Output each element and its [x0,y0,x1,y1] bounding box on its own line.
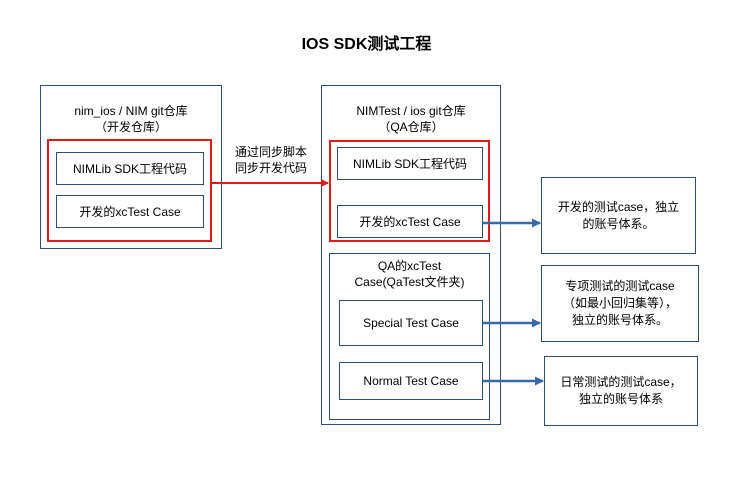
left-repo-title-line1: nim_ios / NIM git仓库 [74,104,188,118]
dev-case-note: 开发的测试case，独立 的账号体系。 [541,177,696,254]
special-case-note-line3: 独立的账号体系。 [571,313,668,327]
right-sdk-box: NIMLib SDK工程代码 [337,147,483,180]
qa-folder-title-line1: QA的xcTest [377,259,442,273]
left-xctest-box: 开发的xcTest Case [56,195,204,228]
sync-label-line2: 同步开发代码 [234,161,307,175]
qa-folder-title-line2: Case(QaTest文件夹) [354,275,465,289]
right-xctest-box: 开发的xcTest Case [337,205,483,238]
right-repo-title: NIMTest / ios git仓库 （QA仓库） [321,103,501,135]
left-repo-title-line2: （开发仓库） [94,120,167,134]
sync-label-line1: 通过同步脚本 [234,145,307,159]
right-repo-title-line2: （QA仓库） [378,120,444,134]
normal-case-note: 日常测试的测试case， 独立的账号体系 [544,356,698,426]
diagram-title: IOS SDK测试工程 [301,36,432,53]
dev-case-note-line1: 开发的测试case，独立 [557,199,680,214]
dev-case-note-line2: 的账号体系。 [582,216,655,231]
special-test-box: Special Test Case [339,300,483,346]
normal-test-box: Normal Test Case [339,362,483,400]
sync-label: 通过同步脚本 同步开发代码 [220,144,322,176]
left-repo-title: nim_ios / NIM git仓库 （开发仓库） [40,103,222,135]
special-case-note-line1: 专项测试的测试case [565,279,675,293]
left-repo-highlight [47,139,212,242]
left-sdk-box: NIMLib SDK工程代码 [56,152,204,185]
qa-folder-title: QA的xcTest Case(QaTest文件夹) [329,258,490,290]
normal-case-note-line2: 独立的账号体系 [578,392,663,406]
normal-case-note-line1: 日常测试的测试case， [560,375,682,389]
right-repo-highlight [329,140,490,242]
special-case-note: 专项测试的测试case （如最小回归集等）， 独立的账号体系。 [541,265,699,342]
special-case-note-line2: （如最小回归集等）， [562,296,677,310]
right-repo-title-line1: NIMTest / ios git仓库 [356,104,466,118]
